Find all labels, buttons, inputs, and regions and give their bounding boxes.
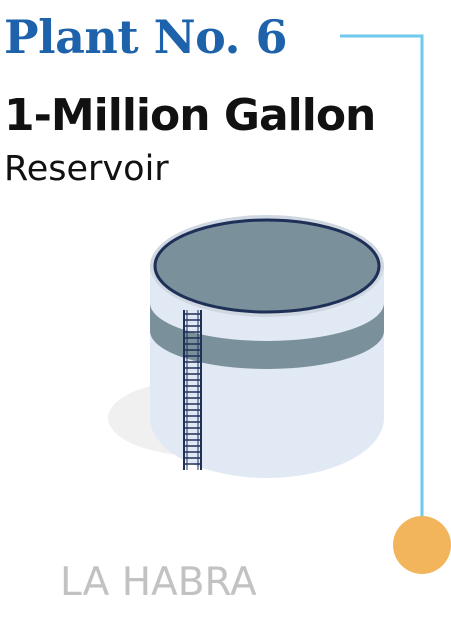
location-label: LA HABRA (60, 560, 257, 605)
location-marker-dot (393, 516, 451, 574)
tank-body (150, 266, 384, 478)
tank-roof (153, 218, 381, 314)
plant-title: Plant No. 6 (4, 10, 288, 64)
ladder-icon (183, 310, 202, 470)
facility-type: Reservoir (4, 149, 169, 189)
tank-band (150, 303, 384, 369)
connector-line (340, 34, 424, 520)
capacity-heading: 1-Million Gallon (4, 90, 376, 141)
reservoir-tank-icon (150, 215, 384, 478)
